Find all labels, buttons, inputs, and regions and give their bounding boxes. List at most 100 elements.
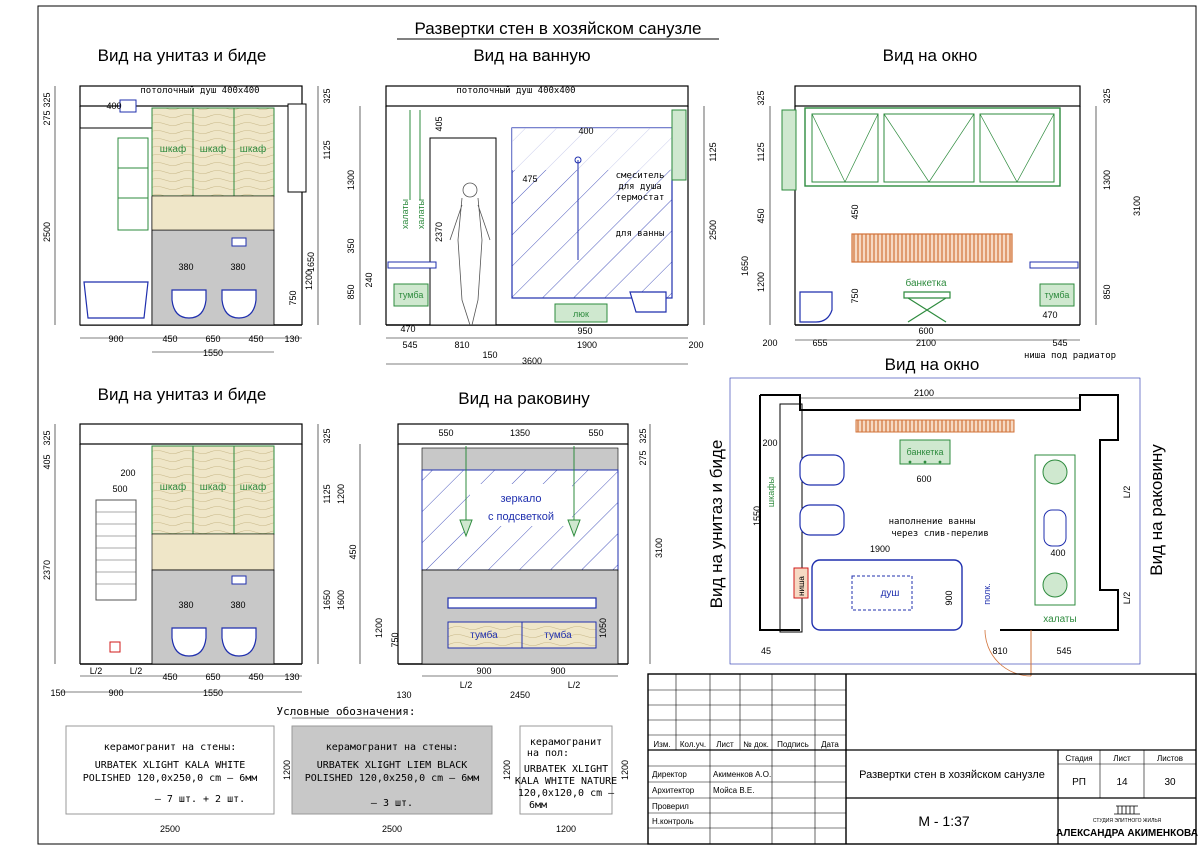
svg-text:РП: РП [1072,777,1086,788]
cabinet-label: шкаф [200,143,226,155]
svg-text:14: 14 [1116,777,1128,788]
svg-text:1200: 1200 [282,760,292,780]
svg-text:Директор: Директор [652,770,687,779]
svg-text:Кол.уч.: Кол.уч. [680,740,706,749]
svg-text:Н.контроль: Н.контроль [652,817,694,826]
svg-text:Вид на окно: Вид на окно [883,46,978,65]
svg-text:810: 810 [992,646,1007,656]
svg-text:L/2: L/2 [90,666,103,676]
svg-text:М - 1:37: М - 1:37 [918,813,970,829]
svg-text:№ док.: № док. [743,740,769,749]
svg-text:1125: 1125 [756,142,766,161]
svg-text:POLISHED 120,0x250,0 cm – 6мм: POLISHED 120,0x250,0 cm – 6мм [83,773,258,784]
studio-logo-icon [1114,805,1140,815]
svg-text:Мойса В.Е.: Мойса В.Е. [713,786,754,795]
svg-text:шкафы: шкафы [766,477,776,507]
svg-text:на пол:: на пол: [527,748,569,759]
svg-text:Стадия: Стадия [1065,754,1092,763]
svg-text:380: 380 [178,262,193,272]
svg-text:1200: 1200 [756,272,766,292]
svg-text:450: 450 [162,334,177,344]
svg-text:470: 470 [400,324,415,334]
svg-text:600: 600 [918,326,933,336]
svg-text:халаты: халаты [400,199,410,229]
svg-text:1125: 1125 [322,484,332,503]
svg-text:L/2: L/2 [1122,486,1132,499]
svg-text:люк: люк [573,309,589,319]
svg-text:зеркало: зеркало [501,493,542,505]
svg-text:380: 380 [230,600,245,610]
svg-text:810: 810 [454,340,469,350]
svg-text:потолочный душ 400х400: потолочный душ 400х400 [456,86,575,96]
svg-text:с подсветкой: с подсветкой [488,511,554,523]
svg-text:400: 400 [106,101,121,111]
svg-text:банкетка: банкетка [907,447,944,457]
svg-text:120,0x120,0 cm –: 120,0x120,0 cm – [518,788,615,799]
svg-text:тумба: тумба [544,629,572,641]
svg-text:130: 130 [396,690,411,700]
svg-text:– 3 шт.: – 3 шт. [371,798,413,809]
svg-text:900: 900 [550,666,565,676]
svg-text:3600: 3600 [522,356,542,366]
svg-text:1200: 1200 [336,484,346,504]
svg-text:1200: 1200 [502,760,512,780]
svg-text:2370: 2370 [434,222,444,242]
legend-box-white-wall [65,725,275,815]
svg-text:150: 150 [482,350,497,360]
sheet-frame [37,5,1197,845]
svg-text:KALA WHITE NATURE: KALA WHITE NATURE [515,776,617,787]
svg-text:ниша под радиатор: ниша под радиатор [1024,351,1116,361]
svg-text:халаты: халаты [1043,614,1076,625]
svg-text:240: 240 [364,272,374,287]
svg-text:450: 450 [348,544,358,559]
svg-text:325: 325 [756,90,766,105]
svg-text:полк.: полк. [982,583,992,604]
svg-text:200: 200 [762,338,777,348]
svg-text:500: 500 [112,484,127,494]
svg-text:2500: 2500 [708,220,718,240]
svg-text:900: 900 [108,688,123,698]
svg-text:400: 400 [1050,548,1065,558]
svg-text:325: 325 [42,92,52,107]
svg-text:Вид на раковину: Вид на раковину [1147,444,1166,576]
svg-text:750: 750 [850,288,860,303]
svg-text:Лист: Лист [1113,754,1131,763]
svg-text:200: 200 [762,438,777,448]
svg-text:550: 550 [438,428,453,438]
svg-text:тумба: тумба [1045,290,1070,300]
svg-text:1900: 1900 [870,544,890,554]
svg-text:АЛЕКСАНДРА АКИМЕНКОВА: АЛЕКСАНДРА АКИМЕНКОВА [1056,828,1198,839]
svg-text:шкаф: шкаф [160,481,186,493]
svg-text:1900: 1900 [577,340,597,350]
svg-text:450: 450 [162,672,177,682]
svg-text:1300: 1300 [346,170,356,190]
svg-text:200: 200 [688,340,703,350]
svg-text:275: 275 [42,110,52,125]
svg-text:1125: 1125 [708,142,718,161]
svg-text:1050: 1050 [598,618,608,638]
svg-text:1200: 1200 [556,824,576,834]
svg-text:потолочный душ 400х400: потолочный душ 400х400 [140,86,259,96]
svg-text:405: 405 [42,454,52,469]
svg-text:– 7 шт. + 2 шт.: – 7 шт. + 2 шт. [155,794,245,805]
svg-text:1650: 1650 [322,590,332,610]
svg-text:650: 650 [205,334,220,344]
svg-text:L/2: L/2 [568,680,581,690]
svg-text:405: 405 [434,116,444,131]
svg-text:L/2: L/2 [1122,592,1132,605]
svg-text:1200: 1200 [304,270,314,290]
svg-text:Вид на окно: Вид на окно [885,355,980,374]
svg-text:45: 45 [761,646,771,656]
svg-text:850: 850 [1102,284,1112,299]
svg-text:325: 325 [42,430,52,445]
svg-text:L/2: L/2 [460,680,473,690]
svg-text:Акименков А.О.: Акименков А.О. [713,770,771,779]
svg-text:Проверил: Проверил [652,802,689,811]
svg-text:900: 900 [108,334,123,344]
cabinet-label: шкаф [160,143,186,155]
svg-text:850: 850 [346,284,356,299]
svg-text:Дата: Дата [821,740,839,749]
svg-text:Вид на ванную: Вид на ванную [473,46,591,65]
